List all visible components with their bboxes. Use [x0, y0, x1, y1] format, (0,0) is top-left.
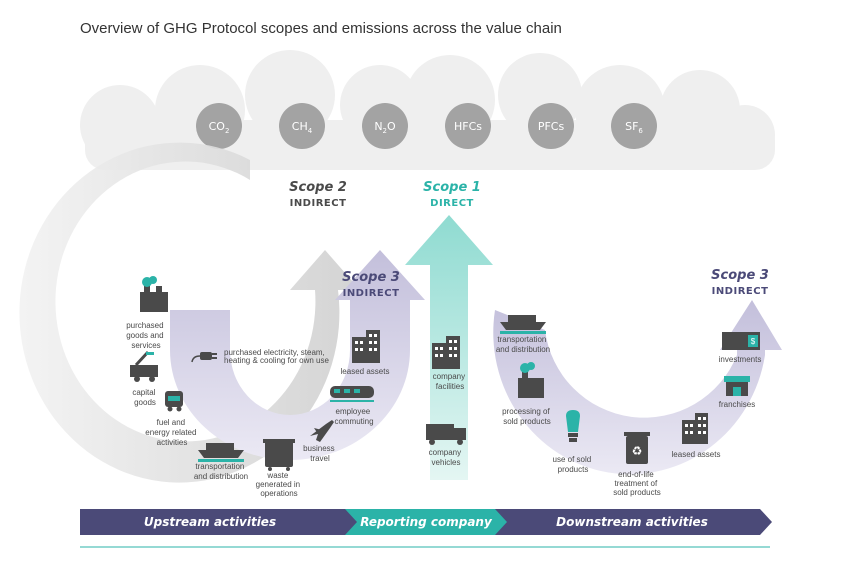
svg-text:INDIRECT: INDIRECT — [712, 286, 769, 297]
gas-pfcs-circle: PFCs — [528, 103, 574, 149]
scope1-label: Scope 1 DIRECT — [423, 180, 481, 209]
business-travel-label: business travel — [303, 444, 337, 463]
svg-text:PFCs: PFCs — [538, 120, 565, 133]
downstream-leased-assets-label: leased assets — [672, 450, 721, 459]
plug-icon — [191, 352, 217, 363]
scope3-upstream-arrow — [170, 250, 425, 460]
gas-sf6-circle: SF6 — [611, 103, 657, 149]
banknote-icon: $ — [722, 332, 760, 350]
purchased-goods-label: purchased goods and services — [126, 321, 166, 350]
storefront-icon — [724, 376, 750, 396]
gas-n2o-circle: N2O — [362, 103, 408, 149]
svg-text:SF6: SF6 — [625, 120, 643, 135]
purchased-electricity-label: purchased electricity, steam, heating & … — [224, 348, 330, 365]
waste-bin-icon — [263, 439, 295, 471]
gas-hfcs-circle: HFCs — [445, 103, 491, 149]
waste-label: waste generated in operations — [256, 471, 303, 498]
svg-text:CO2: CO2 — [209, 120, 230, 135]
svg-text:INDIRECT: INDIRECT — [343, 288, 400, 299]
gas-circles: CO2 CH4 N2O HFCs PFCs SF6 — [196, 103, 657, 149]
svg-text:$: $ — [751, 337, 756, 346]
recycle-bin-icon: ♻ — [624, 432, 650, 464]
downstream-activities-label: Downstream activities — [556, 515, 708, 529]
processing-factory-icon — [518, 362, 544, 398]
capital-goods-label: capital goods — [132, 388, 157, 407]
crane-truck-icon — [130, 350, 158, 382]
processing-label: processing of sold products — [502, 407, 552, 426]
svg-text:♻: ♻ — [632, 444, 643, 458]
scope2-label: Scope 2 INDIRECT — [289, 180, 347, 209]
end-of-life-label: end-of-life treatment of sold products — [613, 470, 661, 497]
truck-icon — [426, 424, 466, 445]
svg-text:INDIRECT: INDIRECT — [290, 198, 347, 209]
svg-text:Scope 3: Scope 3 — [342, 270, 400, 285]
scope3-downstream-label: Scope 3 INDIRECT — [711, 268, 769, 297]
downstream-building-icon — [682, 413, 708, 444]
company-vehicles-label: company vehicles — [429, 448, 464, 467]
ship-icon — [198, 443, 244, 462]
use-of-products-label: use of sold products — [553, 455, 594, 474]
lightbulb-icon — [566, 410, 580, 442]
downstream-transport-label: transportation and distribution — [496, 335, 550, 354]
svg-text:CH4: CH4 — [292, 120, 313, 135]
svg-text:HFCs: HFCs — [454, 120, 482, 133]
fuel-tanker-icon — [165, 391, 183, 412]
svg-text:Scope 2: Scope 2 — [289, 180, 347, 195]
svg-text:Scope 3: Scope 3 — [711, 268, 769, 283]
train-icon — [330, 386, 374, 402]
employee-commuting-label: employee commuting — [334, 407, 373, 426]
upstream-transport-label: transportation and distribution — [194, 462, 248, 481]
page-title: Overview of GHG Protocol scopes and emis… — [80, 20, 562, 37]
activity-band: Upstream activities Reporting company Do… — [80, 509, 772, 535]
investments-label: investments — [719, 355, 762, 364]
company-facilities-label: company facilities — [433, 372, 468, 391]
franchises-label: franchises — [719, 400, 755, 409]
scope3-upstream-label: Scope 3 INDIRECT — [342, 270, 400, 299]
airplane-icon — [310, 420, 334, 442]
svg-text:N2O: N2O — [374, 120, 396, 135]
upstream-activities-label: Upstream activities — [144, 515, 276, 529]
upstream-leased-assets-label: leased assets — [341, 367, 390, 376]
factory-icon — [140, 276, 168, 312]
reporting-company-label: Reporting company — [360, 515, 493, 529]
building-icon — [352, 330, 380, 363]
gas-co2-circle: CO2 — [196, 103, 242, 149]
downstream-ship-icon — [500, 315, 546, 334]
svg-text:Scope 1: Scope 1 — [423, 180, 481, 195]
gas-ch4-circle: CH4 — [279, 103, 325, 149]
svg-text:DIRECT: DIRECT — [430, 198, 474, 209]
scope3-downstream-arrow — [493, 300, 782, 475]
fuel-energy-label: fuel and energy related activities — [145, 418, 198, 447]
company-building-icon — [432, 336, 460, 369]
